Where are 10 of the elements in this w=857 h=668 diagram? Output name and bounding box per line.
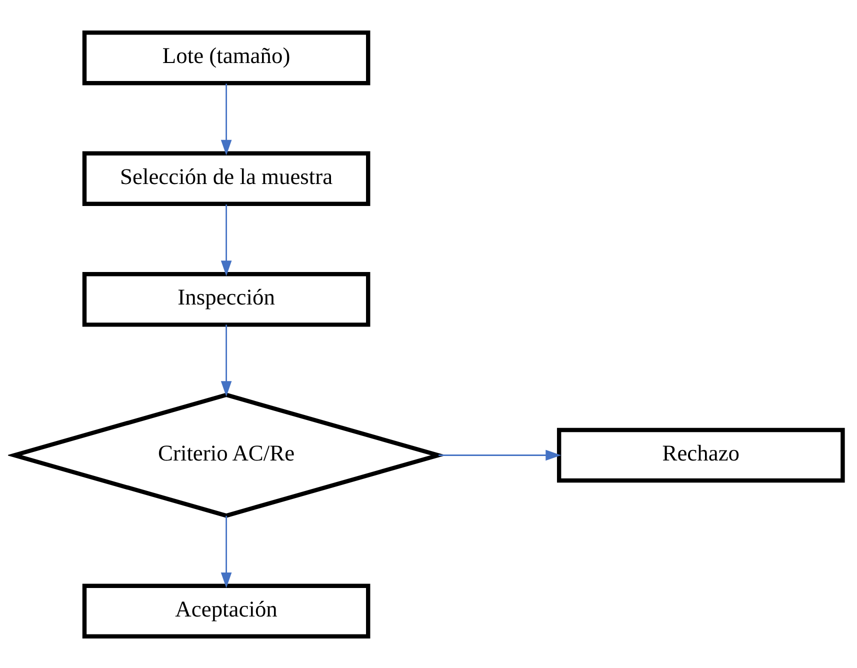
node-box: Rechazo: [556, 427, 845, 482]
arrow: [220, 83, 232, 155]
arrow: [220, 515, 232, 588]
node-box: Lote (tamaño): [82, 30, 370, 85]
node-box: Inspección: [82, 272, 370, 326]
node-box: Selección de la muestra: [82, 150, 370, 206]
node-box: Aceptación: [82, 583, 370, 638]
arrow: [220, 204, 232, 276]
arrow: [438, 449, 562, 460]
arrow: [220, 324, 232, 396]
